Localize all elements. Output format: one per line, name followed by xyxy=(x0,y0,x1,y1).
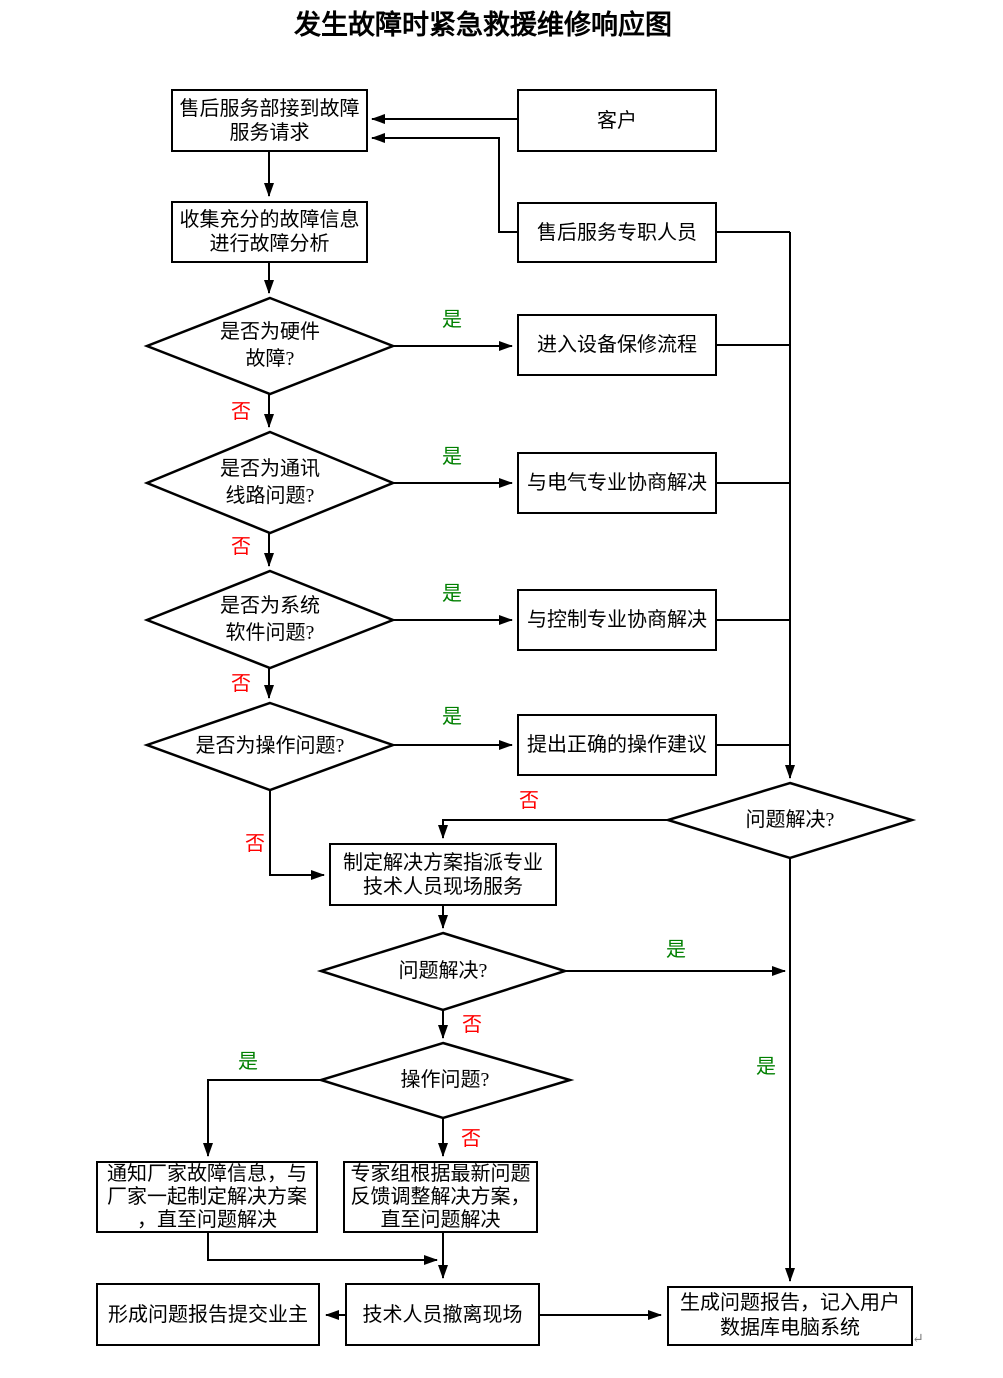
node-warranty-process: 进入设备保修流程 xyxy=(517,314,717,376)
connector-lines xyxy=(203,114,795,1320)
node-collect-info: 收集充分的故障信息 进行故障分析 xyxy=(171,201,368,263)
node-service-staff: 售后服务专职人员 xyxy=(517,202,717,263)
node-generate-report-db: 生成问题报告，记入用户 数据库电脑系统 xyxy=(667,1286,913,1346)
label-no-hardware: 否 xyxy=(231,401,251,423)
edge-notify-to-leave xyxy=(207,1233,438,1265)
decision-problem-solved-mid-shape xyxy=(316,931,570,1012)
node-customer: 客户 xyxy=(517,89,717,152)
node-electrical-resolve: 与电气专业协商解决 xyxy=(517,452,717,514)
edge-staff-to-receive xyxy=(371,133,517,233)
label-yes-opissue: 是 xyxy=(238,1051,258,1073)
edge-opissue-yes-to-notify xyxy=(203,1079,321,1157)
label-no-solved-mid: 否 xyxy=(462,1014,482,1036)
decision-system-software-shape xyxy=(143,569,397,670)
decision-operation-shape xyxy=(143,701,397,792)
node-form-report-owner: 形成问题报告提交业主 xyxy=(96,1283,320,1346)
decision-operation-issue-shape xyxy=(316,1041,575,1120)
node-notify-manufacturer: 通知厂家故障信息，与 厂家一起制定解决方案 ，直至问题解决 xyxy=(96,1161,318,1233)
label-no-opissue: 否 xyxy=(461,1128,481,1150)
decision-comm-line-shape xyxy=(143,430,397,535)
edge-operation-no-to-plan xyxy=(269,790,325,880)
decision-hardware-fault-shape xyxy=(143,296,397,396)
label-yes-software: 是 xyxy=(442,583,462,605)
label-no-operation: 否 xyxy=(245,833,265,855)
node-receive-request: 售后服务部接到故障 服务请求 xyxy=(171,89,368,152)
label-no-software: 否 xyxy=(231,673,251,695)
node-control-resolve: 与控制专业协商解决 xyxy=(517,589,717,651)
label-yes-operation: 是 xyxy=(442,706,462,728)
decision-problem-solved-right-shape xyxy=(663,781,917,860)
edge-solved-no-to-plan xyxy=(438,819,668,839)
node-expert-adjust-plan: 专家组根据最新问题 反馈调整解决方案， 直至问题解决 xyxy=(343,1161,538,1233)
node-make-solution-plan: 制定解决方案指派专业 技术人员现场服务 xyxy=(329,843,557,906)
node-operation-advice: 提出正确的操作建议 xyxy=(517,714,717,776)
label-yes-commline: 是 xyxy=(442,446,462,468)
label-yes-rightline: 是 xyxy=(756,1056,776,1078)
node-tech-leave-site: 技术人员撤离现场 xyxy=(345,1283,540,1346)
label-no-commline: 否 xyxy=(231,536,251,558)
label-no-solved-right: 否 xyxy=(519,790,539,812)
label-yes-hardware: 是 xyxy=(442,309,462,331)
decision-diamonds xyxy=(143,296,917,1120)
label-yes-solved-mid: 是 xyxy=(666,939,686,961)
page-title: 发生故障时紧急救援维修响应图 xyxy=(294,10,672,40)
paragraph-mark: ↵ xyxy=(912,1332,924,1347)
